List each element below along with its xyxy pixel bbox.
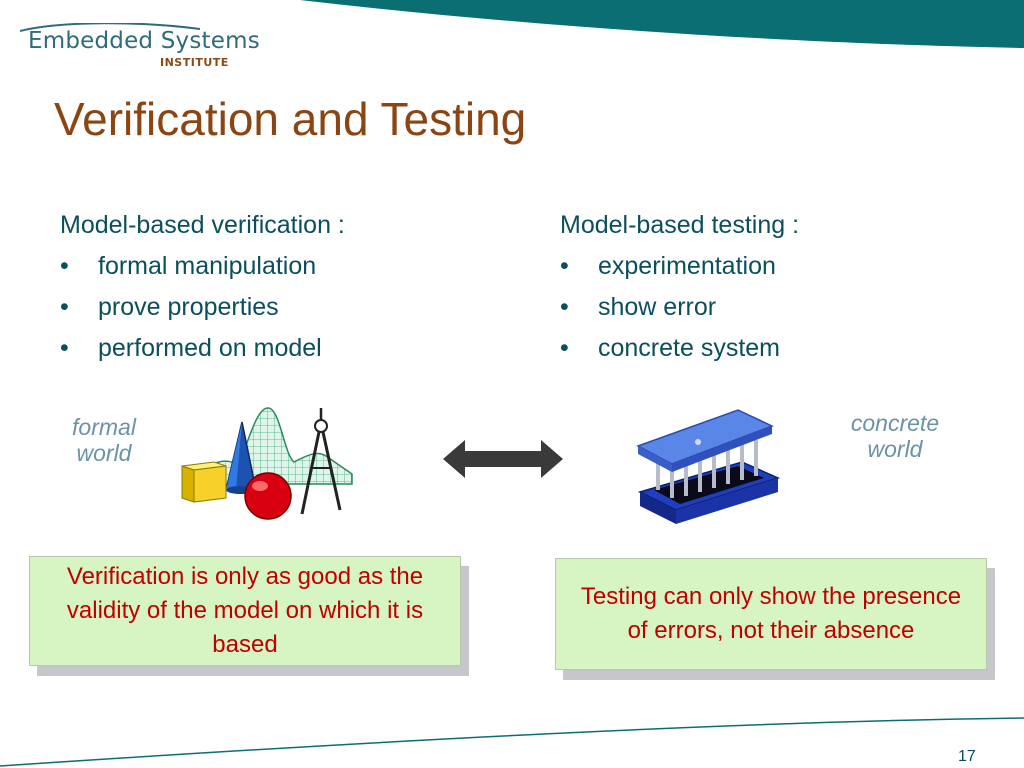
testing-note: Testing can only show the presence of er…	[555, 558, 987, 670]
logo-swoosh	[20, 23, 200, 32]
logo: Embedded Systems INSTITUTE	[20, 23, 260, 69]
logo-name: Embedded Systems	[28, 28, 260, 54]
concrete-world-label: concrete world	[840, 410, 950, 462]
left-column-heading: Model-based verification :	[60, 211, 345, 239]
right-column-heading: Model-based testing :	[560, 211, 800, 239]
microchip-icon	[636, 409, 781, 524]
page-number: 17	[958, 748, 976, 765]
geometry-shapes-icon	[181, 407, 353, 520]
verification-note: Verification is only as good as the vali…	[29, 556, 461, 666]
formal-label-line2: world	[76, 440, 132, 466]
slide-title: Verification and Testing	[54, 93, 527, 145]
left-bullet: prove properties	[60, 287, 345, 328]
right-bullet: concrete system	[560, 328, 799, 369]
right-bullet: experimentation	[560, 246, 799, 287]
logo-subtitle: INSTITUTE	[160, 56, 229, 69]
left-bullet: formal manipulation	[60, 246, 345, 287]
right-column: Model-based testing : experimentation sh…	[560, 205, 799, 369]
left-bullet-list: formal manipulation prove properties per…	[60, 246, 345, 369]
footer-line	[0, 717, 1024, 767]
header-band	[300, 0, 1024, 48]
double-arrow-icon	[443, 440, 563, 478]
formal-world-label: formal world	[58, 414, 150, 466]
left-column: Model-based verification : formal manipu…	[60, 205, 345, 369]
left-bullet: performed on model	[60, 328, 345, 369]
concrete-label-line2: world	[867, 436, 923, 462]
formal-label-line1: formal	[72, 414, 136, 440]
concrete-label-line1: concrete	[850, 410, 940, 436]
right-bullet-list: experimentation show error concrete syst…	[560, 246, 799, 369]
right-bullet: show error	[560, 287, 799, 328]
